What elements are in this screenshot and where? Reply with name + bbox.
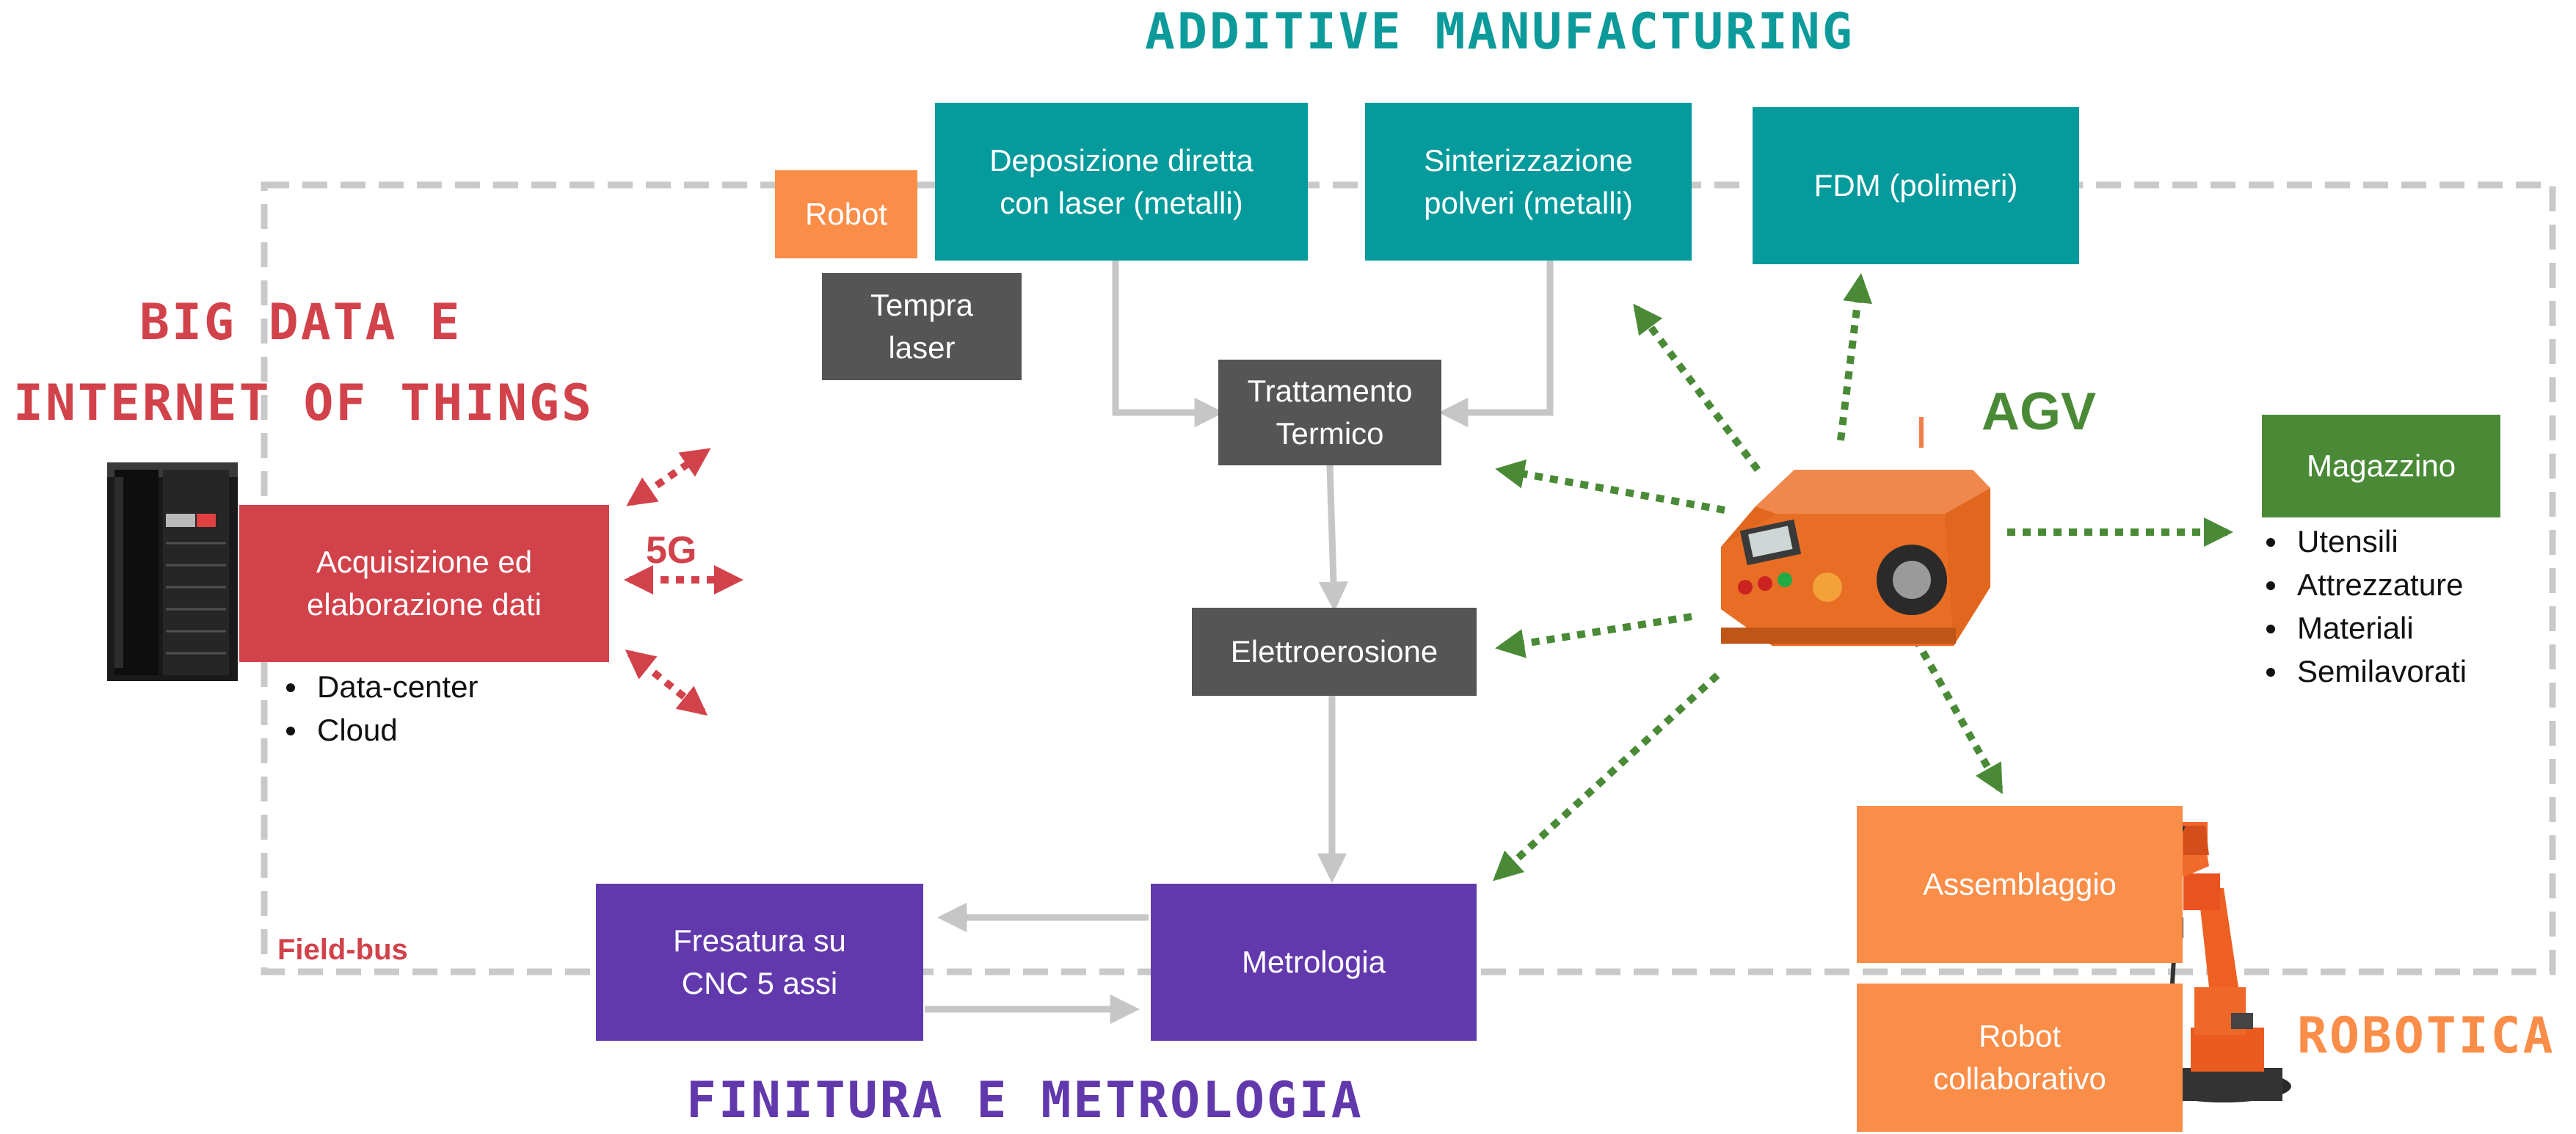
list-item: Data-center xyxy=(280,665,478,708)
box-sinterizzazione: Sinterizzazione polveri (metalli) xyxy=(1365,103,1692,261)
agv-arrow-fdm xyxy=(1837,273,1872,441)
box-assemblaggio: Assemblaggio xyxy=(1857,806,2183,963)
box-trattamento-termico: Trattamento Termico xyxy=(1218,360,1441,465)
title-additive-manufacturing: ADDITIVE MANUFACTURING xyxy=(1145,3,1855,61)
box-tempra-laser: Tempra laser xyxy=(822,273,1022,380)
list-item: Cloud xyxy=(280,708,478,752)
box-fdm: FDM (polimeri) xyxy=(1753,107,2079,264)
box-deposizione-laser: Deposizione diretta con laser (metalli) xyxy=(935,103,1308,261)
box-magazzino: Magazzino xyxy=(2262,415,2500,517)
title-agv: AGV xyxy=(1982,382,2097,441)
box-metrologia: Metrologia xyxy=(1151,884,1477,1041)
arrow-trattamento-to-elettroerosione xyxy=(1318,465,1349,612)
arrow-sinterizzazione-to-trattamento xyxy=(1438,261,1554,428)
magazzino-list: Utensili Attrezzature Materiali Semilavo… xyxy=(2260,520,2467,693)
list-item: Attrezzature xyxy=(2260,563,2467,606)
agv-arrow-metrologia xyxy=(1493,672,1720,882)
fiveg-arrow-down xyxy=(625,650,708,716)
list-item: Utensili xyxy=(2260,520,2467,563)
fieldbus-label: Field-bus xyxy=(277,934,408,966)
arrow-deposizione-to-trattamento xyxy=(1112,261,1225,428)
list-item: Semilavorati xyxy=(2260,650,2467,693)
list-item: Materiali xyxy=(2260,606,2467,650)
title-robotica: ROBOTICA xyxy=(2297,1007,2555,1065)
title-finitura-metrologia: FINITURA E METROLOGIA xyxy=(686,1072,1364,1130)
title-internet-of-things: INTERNET OF THINGS xyxy=(13,374,594,432)
box-acquisizione-dati: Acquisizione ed elaborazione dati xyxy=(239,505,609,662)
agv-arrow-trattamento xyxy=(1495,459,1725,514)
title-big-data: BIG DATA E xyxy=(139,294,462,352)
agv-arrow-sinterizzazione xyxy=(1633,303,1761,472)
server-rack-icon xyxy=(107,462,238,681)
box-fresatura-cnc: Fresatura su CNC 5 assi xyxy=(596,884,923,1041)
fiveg-label: 5G xyxy=(646,529,697,572)
industrial-robot-arm-icon xyxy=(2156,822,2291,1102)
agv-vehicle-icon xyxy=(1721,417,1990,646)
datacenter-list: Data-center Cloud xyxy=(280,665,478,752)
agv-arrow-assemblaggio xyxy=(1912,636,2004,794)
agv-arrow-elettroerosione xyxy=(1495,613,1692,658)
box-elettroerosione: Elettroerosione xyxy=(1192,608,1477,696)
fiveg-arrow-up xyxy=(626,448,711,506)
box-robot-collaborativo: Robot collaborativo xyxy=(1857,984,2183,1132)
box-robot: Robot xyxy=(775,170,917,258)
